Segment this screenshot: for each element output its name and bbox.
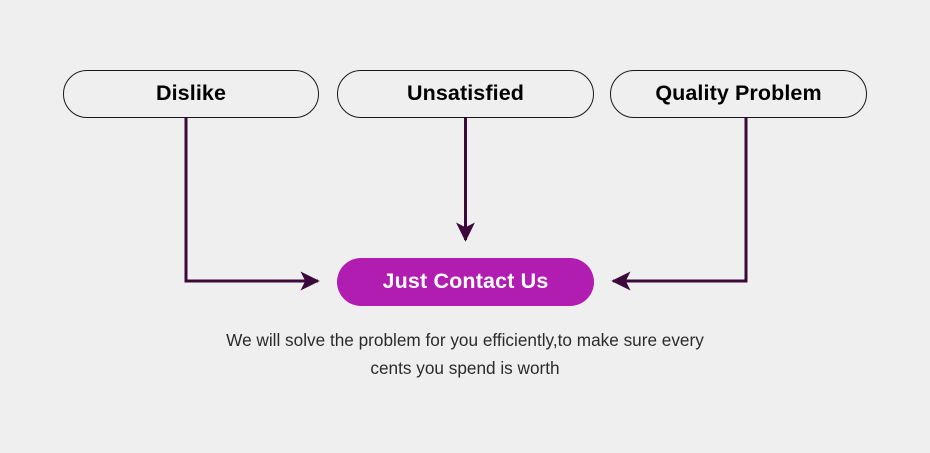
problem-box-quality-problem[interactable]: Quality Problem [610, 70, 867, 118]
caption-line-1: We will solve the problem for you effici… [226, 330, 704, 350]
connector-quality-to-cta [611, 118, 748, 291]
problem-box-label: Unsatisfied [407, 81, 524, 106]
cta-button-label: Just Contact Us [382, 269, 549, 294]
caption-text: We will solve the problem for you effici… [0, 326, 930, 382]
problem-box-label: Dislike [155, 81, 227, 106]
caption-line-2: cents you spend is worth [370, 358, 560, 378]
problem-box-label: Quality Problem [655, 81, 822, 106]
just-contact-us-button[interactable]: Just Contact Us [337, 258, 594, 306]
problem-box-dislike[interactable]: Dislike [63, 70, 319, 118]
problem-box-unsatisfied[interactable]: Unsatisfied [337, 70, 594, 118]
connector-dislike-to-cta [184, 118, 320, 291]
